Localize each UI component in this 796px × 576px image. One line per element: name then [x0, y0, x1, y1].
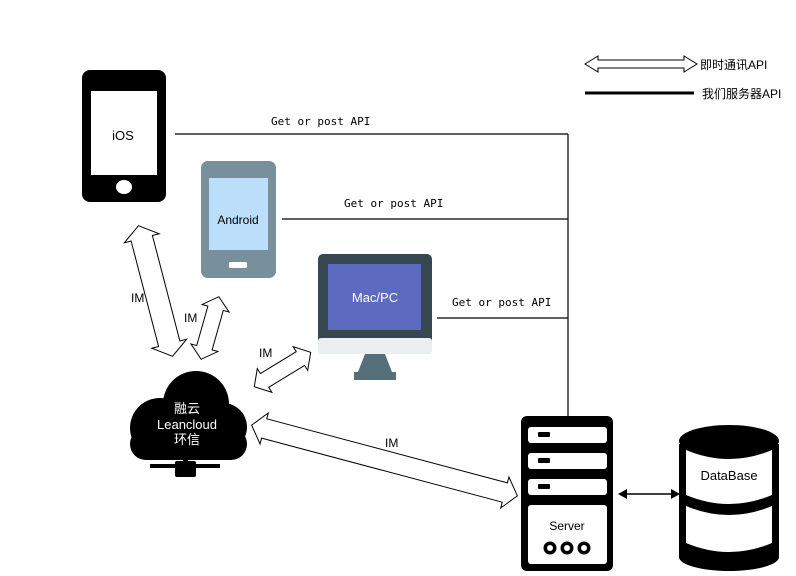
server-panel	[528, 505, 607, 564]
im-label-ios: IM	[131, 291, 144, 305]
im-arrow-cloud-server	[251, 411, 518, 510]
database-bottom	[679, 543, 779, 571]
server-api-lines	[175, 133, 569, 418]
database-label: DataBase	[700, 468, 757, 483]
android-home-bar	[229, 262, 247, 268]
ios-phone-screen	[91, 91, 157, 175]
ios-device: iOS	[82, 70, 166, 202]
monitor-chin	[318, 338, 432, 354]
cloud-label-huanxin: 环信	[174, 432, 200, 447]
legend-im-label: 即时通讯API	[700, 58, 767, 72]
database-band-1	[686, 450, 772, 504]
im-arrow-ios-cloud	[122, 225, 189, 357]
android-phone-screen	[209, 178, 268, 250]
database-band-2	[686, 506, 772, 552]
legend-server-label: 我们服务器API	[702, 86, 781, 101]
server-slot-2	[528, 453, 607, 469]
android-device: Android	[201, 161, 276, 278]
im-label-android: IM	[184, 311, 197, 325]
im-arrow-android-cloud	[189, 296, 231, 360]
api-label-android: Get or post API	[344, 197, 443, 210]
server-slot-3	[528, 479, 607, 495]
mac-pc-device: Mac/PC	[318, 254, 432, 380]
monitor-base	[354, 372, 396, 380]
ios-home-button	[116, 180, 132, 194]
server-label: Server	[549, 519, 584, 533]
cloud-label-leancloud: Leancloud	[157, 417, 217, 432]
im-arrows	[122, 225, 518, 510]
im-arrow-mac-cloud	[253, 345, 312, 394]
ios-label: iOS	[112, 128, 134, 143]
server-slot-1	[528, 427, 607, 443]
im-label-server: IM	[385, 436, 398, 450]
server-db-arrow	[618, 489, 680, 499]
network-icon	[150, 457, 220, 477]
mac-pc-label: Mac/PC	[352, 290, 398, 305]
server: Server	[521, 416, 613, 571]
api-label-mac: Get or post API	[452, 296, 551, 309]
im-cloud: 融云 Leancloud 环信	[130, 371, 247, 477]
legend-im-double-arrow	[584, 55, 698, 73]
database: DataBase	[679, 425, 779, 571]
monitor-stand	[358, 354, 392, 372]
cloud-label-rongyun: 融云	[174, 401, 200, 416]
im-label-mac: IM	[259, 346, 272, 360]
api-label-ios: Get or post API	[271, 115, 370, 128]
cloud-icon	[130, 371, 247, 460]
legend: 即时通讯API 我们服务器API	[584, 55, 781, 101]
database-top	[679, 425, 779, 457]
monitor-screen	[328, 264, 421, 330]
android-label: Android	[217, 213, 258, 227]
